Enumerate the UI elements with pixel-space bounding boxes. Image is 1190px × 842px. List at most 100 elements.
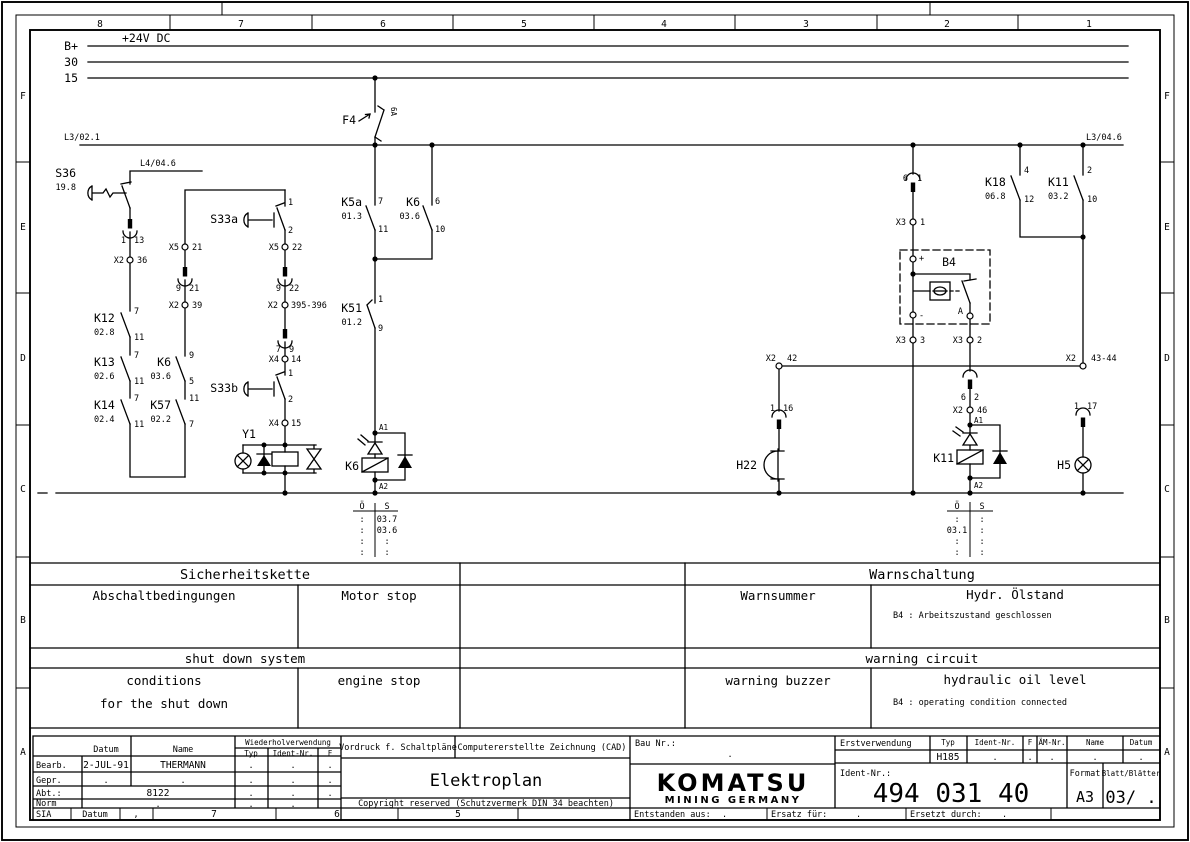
ident-nr-value: 494 031 40 bbox=[873, 779, 1030, 809]
terminal-label: 22 bbox=[292, 243, 302, 253]
crossref-table-k11: Ö S : : 03.1 : : : : : bbox=[947, 501, 993, 558]
crossref-cell: : bbox=[359, 515, 364, 525]
section-title-en: warning circuit bbox=[866, 651, 979, 666]
cell-label: engine stop bbox=[338, 673, 421, 688]
bearb-name: THERMANN bbox=[160, 760, 206, 771]
terminal-label: 1 bbox=[920, 218, 925, 228]
label-k6-loc: 03.6 bbox=[151, 372, 171, 382]
plug-label: 9 bbox=[276, 284, 281, 294]
plug-label: 6 bbox=[903, 174, 908, 184]
cell-dot: . bbox=[290, 800, 295, 810]
buzzer-icon bbox=[763, 448, 785, 482]
terminal-label: 3 bbox=[920, 336, 925, 346]
cell-dot: . bbox=[248, 800, 253, 810]
crossref-cell: : bbox=[384, 537, 389, 547]
row-label: D bbox=[1164, 353, 1170, 364]
crossref-cell: : bbox=[359, 526, 364, 536]
row-label: B bbox=[1164, 615, 1170, 626]
row-norm: Norm bbox=[36, 799, 56, 809]
cell-dot: . bbox=[992, 753, 997, 763]
relay-contact-k6b: K6 03.6 6 10 bbox=[400, 195, 446, 235]
plug-label: 9 bbox=[176, 284, 181, 294]
s36-actuator bbox=[87, 185, 127, 201]
pin-label: 11 bbox=[134, 420, 144, 430]
junction-dots bbox=[282, 75, 1086, 496]
terminal-label: 21 bbox=[192, 243, 202, 253]
relay-contact-k18: K18 06.8 4 12 bbox=[985, 166, 1034, 205]
row-label: F bbox=[1164, 91, 1170, 102]
terminal-x4-15 bbox=[281, 419, 289, 427]
cell-note: B4 : operating condition connected bbox=[893, 698, 1067, 708]
col-label: 6 bbox=[380, 19, 386, 30]
bottom-col-7: 7 bbox=[211, 809, 217, 820]
power-rails: B+ 30 15 +24V DC L3/02.1 L3/04.6 bbox=[37, 31, 1129, 494]
lamp-h5: H5 bbox=[1057, 426, 1092, 494]
abt-val: 8122 bbox=[147, 788, 170, 799]
diode-icon bbox=[993, 452, 1007, 464]
cell-dot: . bbox=[722, 810, 727, 820]
row-label: A bbox=[20, 747, 26, 758]
terminal-label: X2 bbox=[114, 256, 124, 266]
crossref-cell: : bbox=[384, 548, 389, 558]
cell-dot: . bbox=[248, 789, 253, 799]
section-title-en: shut down system bbox=[185, 651, 305, 666]
terminal-label: 36 bbox=[137, 256, 147, 266]
rail-label-15: 15 bbox=[64, 71, 78, 85]
label-k51: K51 bbox=[341, 301, 362, 315]
format-value: A3 bbox=[1076, 788, 1094, 806]
coil-pin-label: A1 bbox=[379, 423, 388, 432]
pin-label: 2 bbox=[288, 395, 293, 405]
pin-label: 11 bbox=[378, 225, 388, 235]
section-title-de: Warnschaltung bbox=[869, 567, 975, 583]
crossref-cell: : bbox=[979, 537, 984, 547]
cell-dot: . bbox=[856, 810, 861, 820]
row-label: C bbox=[1164, 484, 1170, 495]
terminal-label: 15 bbox=[291, 419, 301, 429]
pin-label: 7 bbox=[134, 394, 139, 404]
komatsu-logo: KOMATSU bbox=[657, 769, 810, 797]
pin-label: 10 bbox=[435, 225, 445, 235]
suppressor-icon bbox=[305, 444, 323, 474]
plug-label: 21 bbox=[189, 284, 199, 294]
blatt-label: Blatt/Blätter bbox=[1102, 769, 1161, 778]
section-title-de: Sicherheitskette bbox=[180, 567, 310, 583]
terminal-label: X5 bbox=[169, 243, 179, 253]
terminal-label: 43-44 bbox=[1091, 354, 1117, 364]
row-label: F bbox=[20, 91, 26, 102]
terminal-x3-2 bbox=[966, 336, 974, 344]
switch-s33a: S33a 1 2 bbox=[210, 198, 293, 236]
bau-nr-label: Bau Nr.: bbox=[635, 739, 676, 749]
entstanden-label: Entstanden aus: bbox=[634, 810, 711, 820]
buzzer-h22: H22 bbox=[736, 448, 785, 482]
crossref-cell: 03.7 bbox=[377, 515, 397, 525]
row-label: E bbox=[20, 222, 26, 233]
strip-val: , bbox=[133, 810, 138, 820]
bottom-col-5: 5 bbox=[455, 809, 461, 820]
cell-dot: . bbox=[290, 761, 295, 771]
pin-label: 7 bbox=[134, 307, 139, 317]
plug-label: 6 bbox=[961, 393, 966, 403]
label-s36: S36 bbox=[55, 166, 76, 180]
coil-pin-label: A1 bbox=[974, 416, 983, 425]
label-s36-loc: 19.8 bbox=[56, 183, 76, 193]
terminal-x3-3 bbox=[909, 336, 917, 344]
crossref-header: Ö bbox=[954, 501, 959, 512]
b4-a-label: A bbox=[958, 307, 963, 317]
ersetzt-label: Ersetzt durch: bbox=[910, 810, 982, 820]
pin-label: 10 bbox=[1087, 195, 1097, 205]
label-k14: K14 bbox=[94, 398, 115, 412]
label-s33b: S33b bbox=[210, 381, 238, 395]
pin-label: 9 bbox=[378, 324, 383, 334]
cell-dot: . bbox=[327, 761, 332, 771]
terminal-x2-42 bbox=[775, 362, 783, 370]
th-f2: F bbox=[1028, 738, 1033, 747]
relay-coil-k6: A1 K6 A2 bbox=[345, 423, 413, 491]
plug-label: 17 bbox=[1087, 402, 1097, 412]
cell-dot: . bbox=[1138, 753, 1143, 763]
row-label: E bbox=[1164, 222, 1170, 233]
cell-label: Hydr. Ölstand bbox=[966, 586, 1064, 602]
label-k6-coil: K6 bbox=[345, 459, 359, 473]
komatsu-logo-sub: MINING GERMANY bbox=[665, 795, 802, 806]
